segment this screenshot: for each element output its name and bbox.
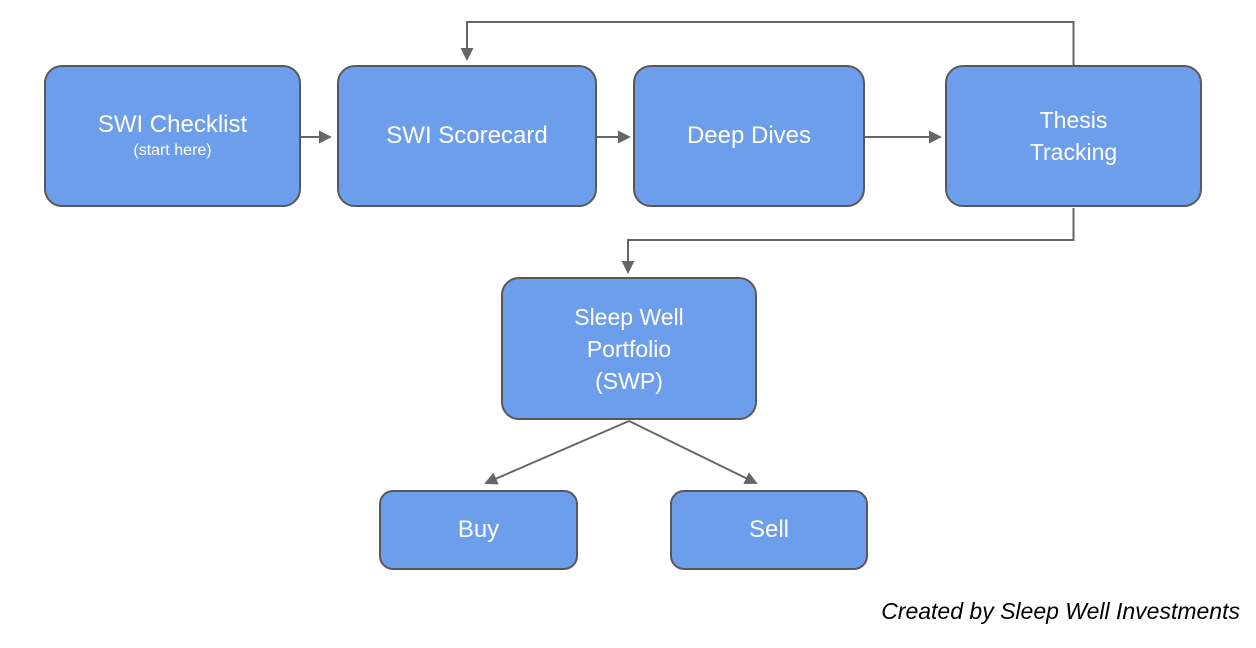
connector-thesis-feedback-to-scorecard	[460, 21, 1075, 65]
connector-swp-to-buy	[484, 420, 630, 485]
node-buy-label: Buy	[457, 516, 500, 543]
node-thesis-tracking-line1: Thesis	[1039, 107, 1108, 133]
node-thesis-tracking-line2: Tracking	[1029, 139, 1118, 165]
node-swi-scorecard-label: SWI Scorecard	[386, 122, 548, 149]
node-deep-dives: Deep Dives	[633, 65, 865, 207]
node-thesis-tracking: Thesis Tracking	[945, 65, 1202, 207]
node-sell-label: Sell	[748, 516, 790, 543]
node-swi-scorecard: SWI Scorecard	[337, 65, 597, 207]
node-thesis-tracking-label: Thesis Tracking	[1030, 104, 1117, 168]
node-sleep-well-portfolio: Sleep Well Portfolio (SWP)	[501, 277, 757, 420]
node-swi-checklist-sublabel: (start here)	[133, 142, 212, 159]
node-swp-line1: Sleep Well	[574, 303, 684, 330]
node-sleep-well-portfolio-label: Sleep Well Portfolio (SWP)	[574, 301, 684, 397]
node-swp-line2: Portfolio	[586, 335, 672, 362]
node-swi-checklist-label: SWI Checklist	[97, 111, 248, 138]
connector-thesis-to-swp	[621, 208, 1075, 274]
node-swi-checklist: SWI Checklist (start here)	[44, 65, 301, 207]
node-buy: Buy	[379, 490, 578, 570]
node-deep-dives-label: Deep Dives	[686, 122, 812, 149]
node-sell: Sell	[670, 490, 868, 570]
node-swp-line3: (SWP)	[595, 367, 663, 394]
credit-text: Created by Sleep Well Investments	[881, 598, 1240, 624]
connector-swp-to-sell	[628, 420, 758, 484]
